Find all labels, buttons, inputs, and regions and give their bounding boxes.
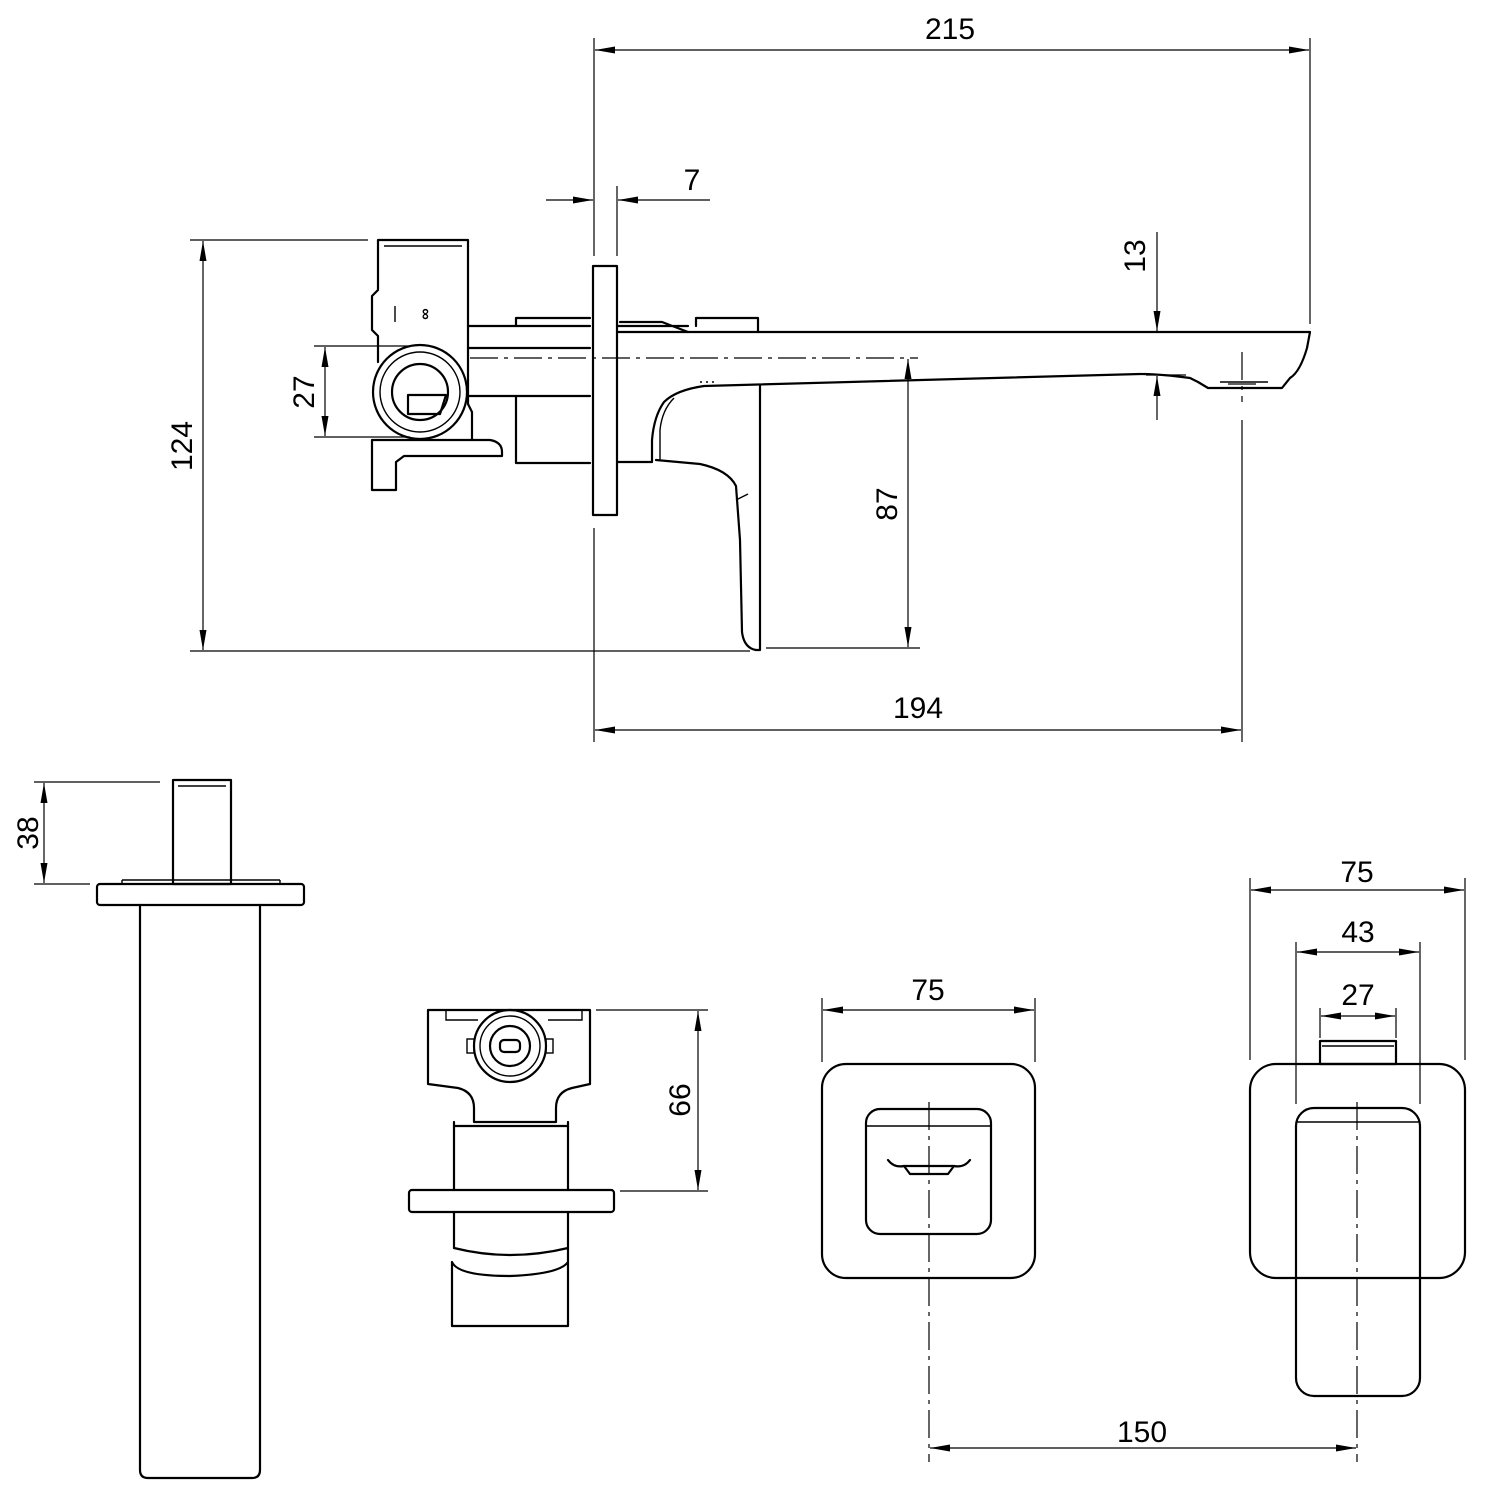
dim-label-43: 43	[1341, 916, 1374, 949]
dim-label-27-side: 27	[288, 375, 321, 408]
dim-label-150: 150	[1117, 1416, 1167, 1449]
spout-plan-view: 38	[12, 778, 306, 1480]
spout-and-handle	[615, 316, 1312, 652]
dim-label-13: 13	[1119, 239, 1152, 272]
side-elevation-view: ∞	[166, 13, 1312, 742]
valve-plan-view: 66	[407, 1008, 708, 1328]
dim-label-215: 215	[925, 13, 975, 46]
wall-flange	[591, 264, 619, 517]
valve-marking-text: ∞	[417, 308, 434, 319]
dim-label-87: 87	[871, 487, 904, 520]
valve-body	[370, 238, 592, 492]
spout-front-view: 75 43 27	[1248, 856, 1467, 1462]
dim-label-194: 194	[893, 692, 943, 725]
dim-label-124: 124	[166, 421, 199, 471]
mixer-front-view: 75	[820, 974, 1037, 1462]
dim-label-66: 66	[664, 1083, 697, 1116]
dim-label-75-mixer: 75	[911, 974, 944, 1007]
dim-label-7: 7	[684, 164, 701, 197]
dim-label-75-spout: 75	[1340, 856, 1373, 889]
dim-label-27-front: 27	[1341, 979, 1374, 1012]
dim-label-38: 38	[12, 816, 45, 849]
